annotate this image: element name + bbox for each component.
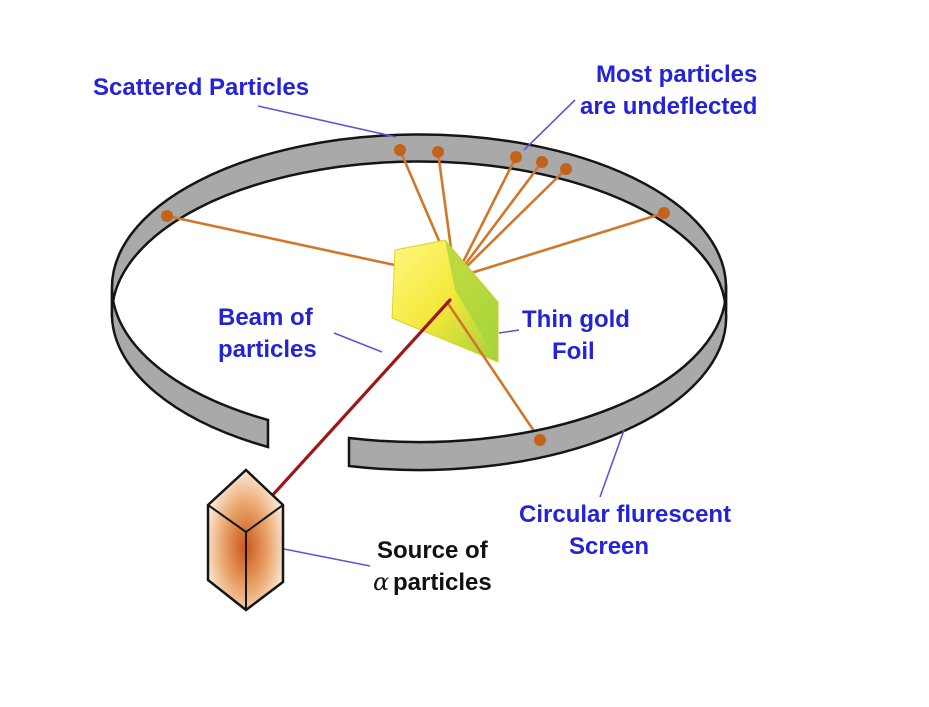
leader-undeflected xyxy=(523,99,576,151)
impact-dot xyxy=(658,207,670,219)
label-undeflected-line1: Most particles xyxy=(596,61,757,88)
label-source-alpha: α xyxy=(373,568,389,596)
label-screen-line2: Screen xyxy=(569,533,649,560)
label-scattered-particles: Scattered Particles xyxy=(93,74,309,101)
alpha-source-icon xyxy=(206,468,285,612)
label-beam-line1: Beam of xyxy=(218,304,314,331)
screen-ring-front xyxy=(110,284,728,472)
scatter-path xyxy=(453,155,518,280)
label-foil-line2: Foil xyxy=(552,338,595,365)
impact-dot xyxy=(161,210,173,222)
label-beam-line2: particles xyxy=(218,336,317,363)
impact-dot xyxy=(536,156,548,168)
labels: Scattered Particles Most particles are u… xyxy=(93,61,757,596)
impact-dot xyxy=(560,163,572,175)
scatter-path xyxy=(453,160,544,280)
impact-dot xyxy=(534,434,546,446)
label-foil-line1: Thin gold xyxy=(522,306,630,333)
leader-screen xyxy=(599,429,625,498)
leader-foil xyxy=(498,329,520,334)
label-source-line1: Source of xyxy=(377,537,489,564)
deflected-path-front xyxy=(445,300,542,442)
impact-dot xyxy=(510,151,522,163)
impact-dots xyxy=(161,144,670,446)
label-screen-line1: Circular flurescent xyxy=(519,501,731,528)
label-source-line2: particles xyxy=(393,569,492,596)
scatter-path xyxy=(453,211,666,280)
scatter-path xyxy=(453,167,568,280)
leader-lines xyxy=(257,99,625,567)
gold-foil-icon xyxy=(391,239,499,363)
leader-source xyxy=(283,548,371,567)
leader-beam xyxy=(333,332,383,353)
impact-dot xyxy=(394,144,406,156)
impact-dot xyxy=(432,146,444,158)
leader-scattered xyxy=(257,105,397,138)
label-undeflected-line2: are undeflected xyxy=(580,93,757,120)
alpha-beam xyxy=(248,298,452,522)
